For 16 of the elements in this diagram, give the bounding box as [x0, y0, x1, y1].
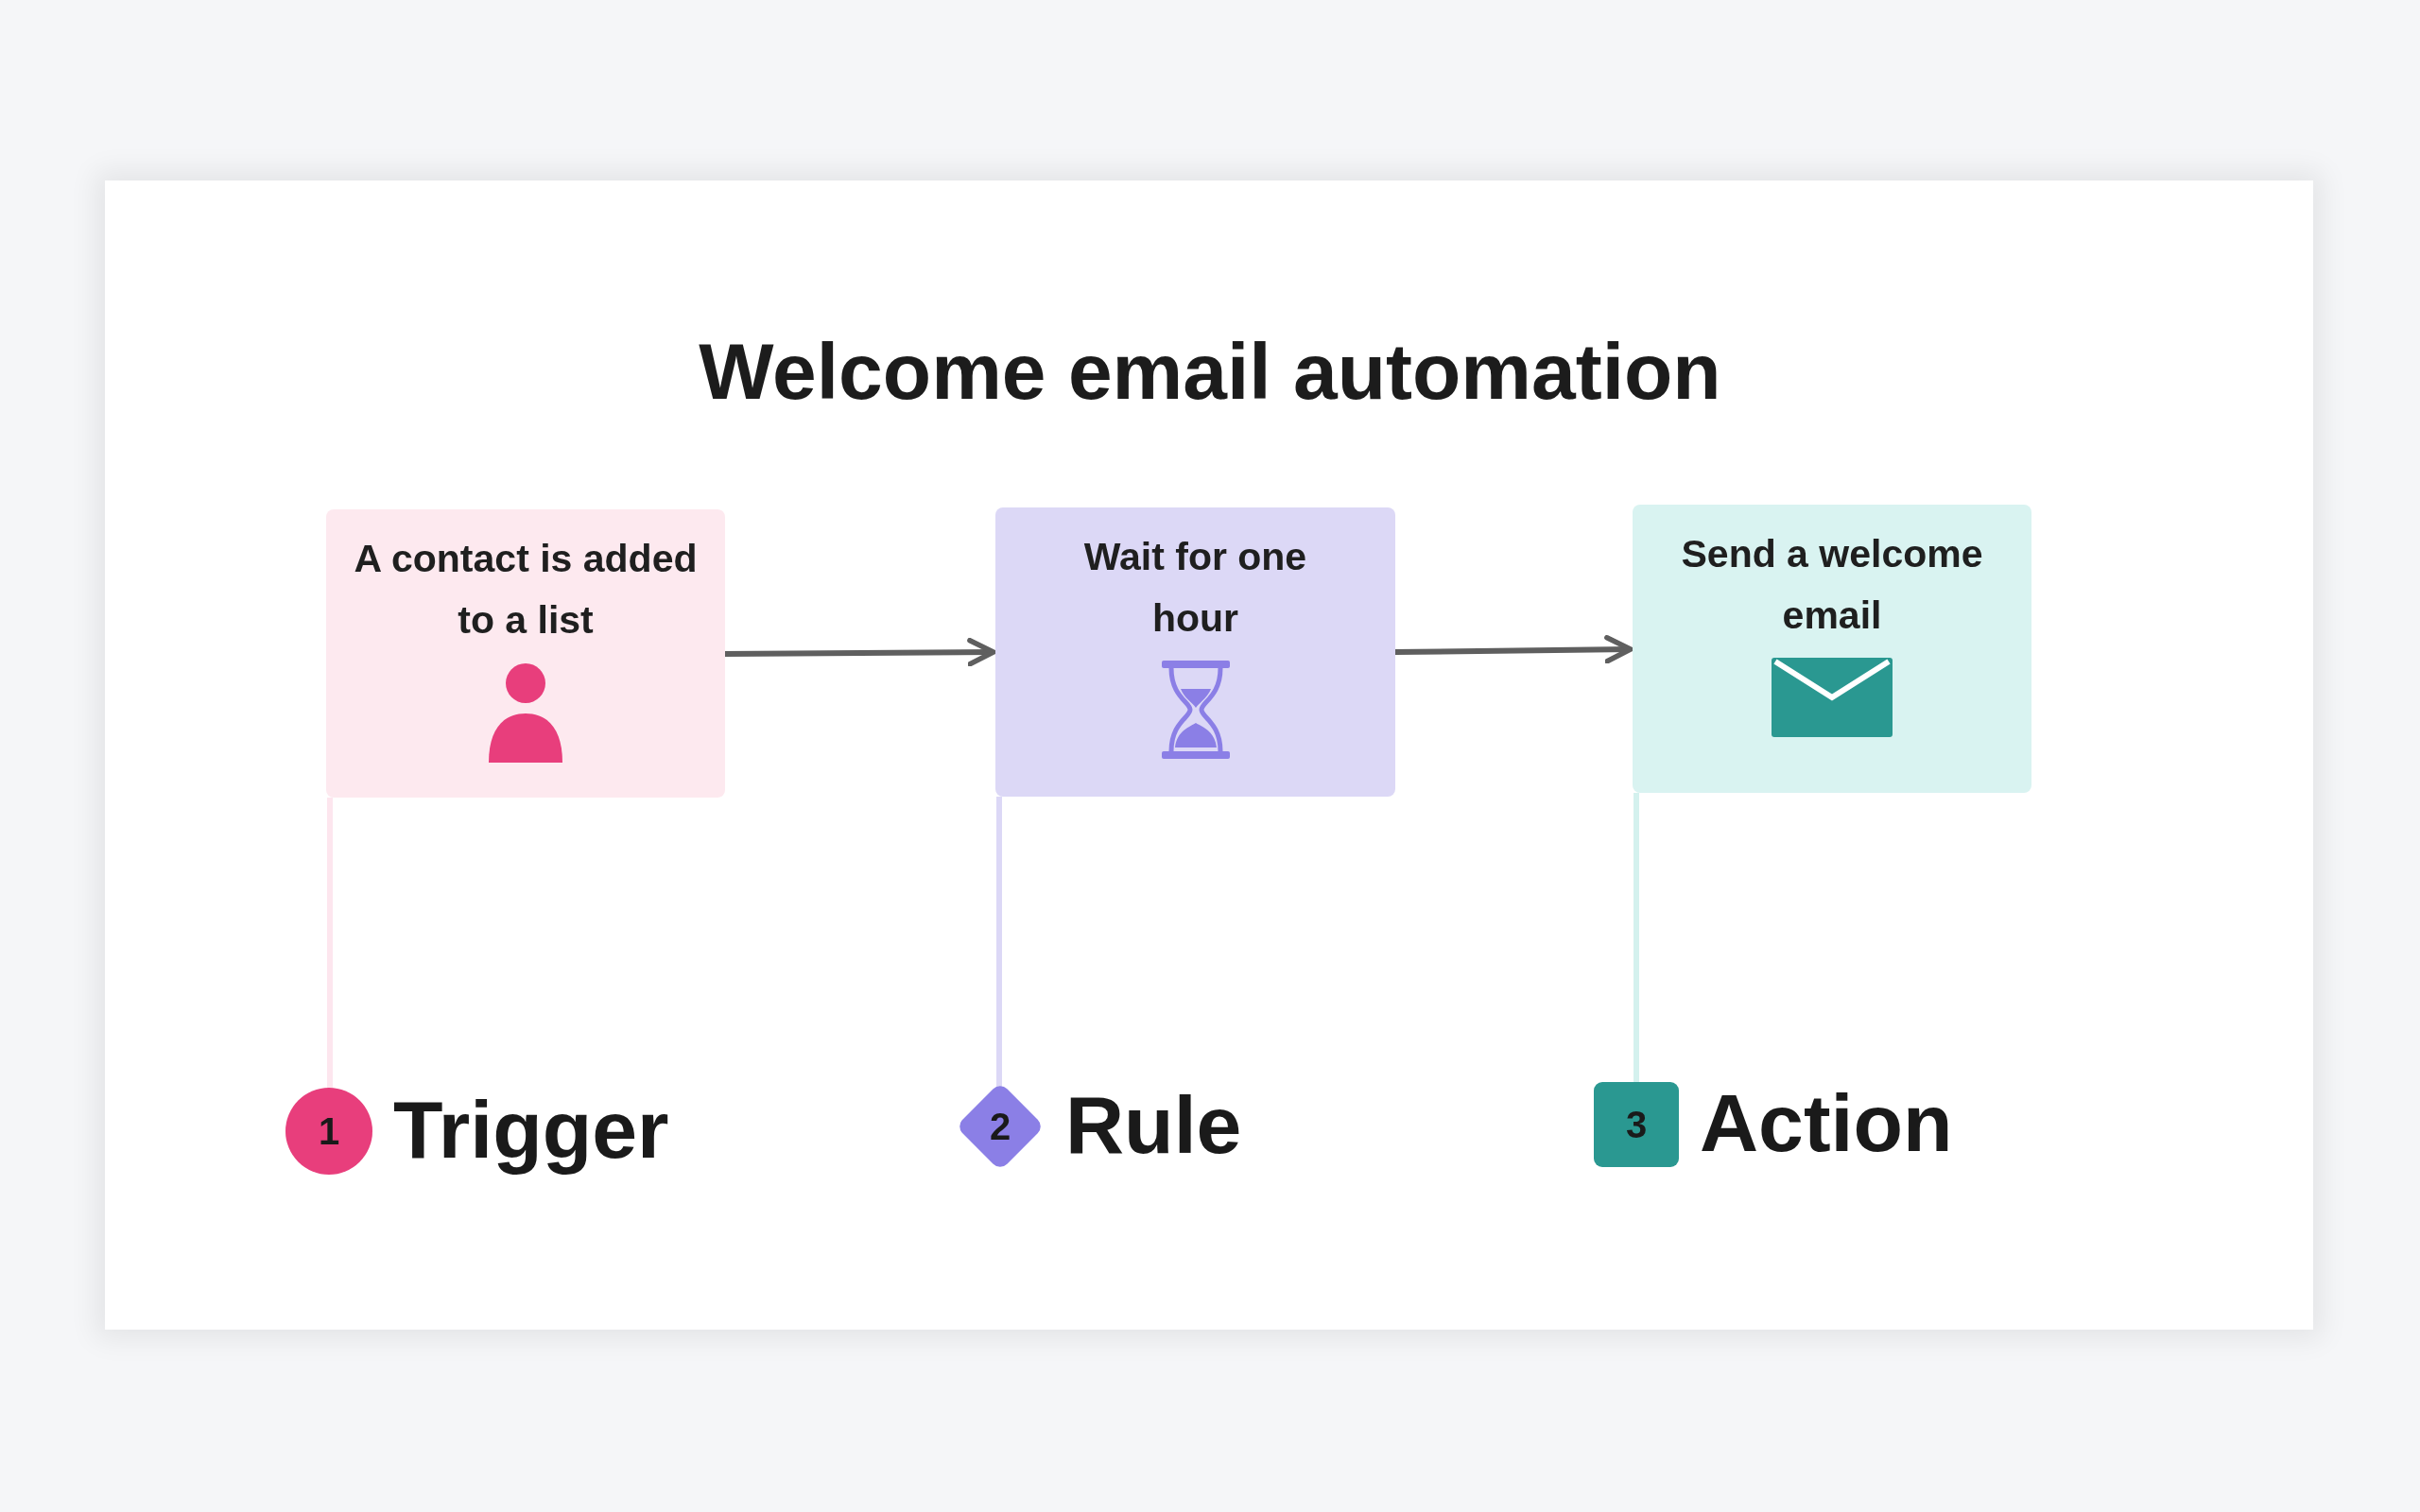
- connector-line: [1634, 793, 1639, 1082]
- step-text: Send a welcome email: [1680, 531, 1984, 639]
- arrow: [1394, 635, 1634, 664]
- arrow: [724, 637, 996, 667]
- stage-label: Rule: [1065, 1078, 1242, 1172]
- diagram-title: Welcome email automation: [698, 326, 1722, 418]
- stage-label: Trigger: [393, 1083, 669, 1177]
- step-box: [1633, 505, 2031, 793]
- step-number-badge: 1: [285, 1088, 372, 1175]
- step-box: [995, 507, 1395, 797]
- step-text: Wait for one hour: [1082, 534, 1308, 642]
- connector-line: [327, 798, 333, 1088]
- step-box: [326, 509, 725, 798]
- step-number-badge: 3: [1594, 1082, 1679, 1167]
- step-text: A contact is added to a list: [353, 536, 699, 644]
- stage-label: Action: [1700, 1076, 1953, 1170]
